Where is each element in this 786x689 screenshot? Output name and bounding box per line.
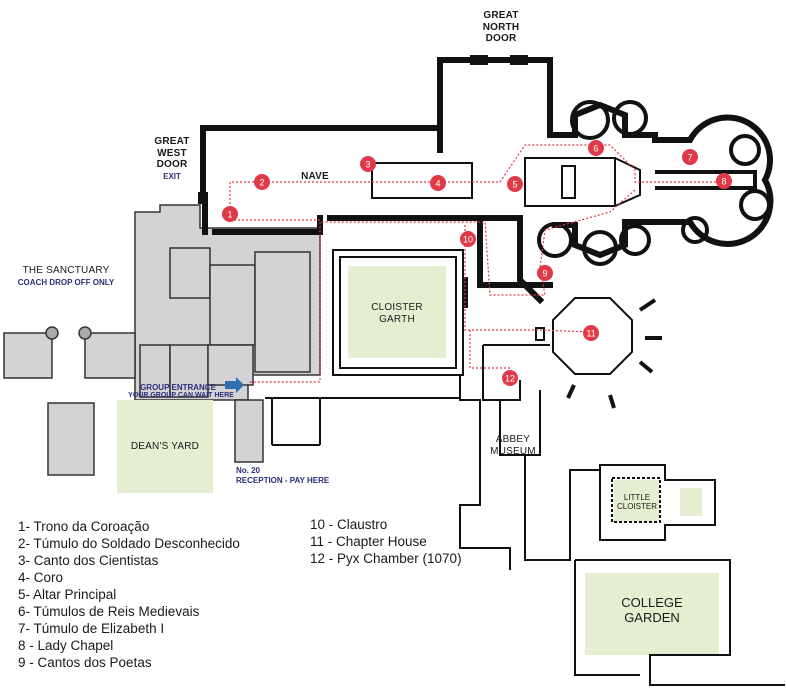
stop-marker-1 [222, 206, 238, 222]
college-garden-area [585, 573, 719, 655]
stop-marker-10 [460, 231, 476, 247]
label-the-sanctuary: THE SANCTUARY [22, 265, 110, 276]
stop-marker-label-7: 7 [687, 153, 692, 163]
label-college-garden: COLLEGE GARDEN [621, 595, 683, 625]
gardens [117, 266, 719, 655]
stop-marker-2 [254, 174, 270, 190]
chapel-walls [537, 100, 771, 266]
legend-item: 1- Trono da Coroação [18, 519, 150, 534]
legend-item: 8 - Lady Chapel [18, 638, 114, 653]
walls [265, 157, 785, 686]
stop-marker-3 [360, 156, 376, 172]
north-door [198, 55, 528, 204]
stop-marker-label-2: 2 [259, 178, 264, 188]
stop-marker-12 [502, 370, 518, 386]
cloister-garth-garden [348, 266, 446, 358]
stop-marker-7 [682, 149, 698, 165]
label-exit: EXIT [163, 172, 181, 181]
stop-marker-6 [588, 140, 604, 156]
label-group-wait: YOUR GROUP CAN WAIT HERE [128, 392, 234, 399]
stop-marker-label-9: 9 [542, 269, 547, 279]
label-nave: NAVE [301, 171, 329, 182]
legend-left: 1- Trono da Coroação 2- Túmulo do Soldad… [18, 518, 240, 671]
legend-item: 4- Coro [18, 570, 64, 585]
label-no-20: No. 20 [236, 466, 261, 475]
label-reception: RECEPTION - PAY HERE [236, 476, 330, 485]
label-great-north-door: GREAT NORTH DOOR [482, 10, 520, 44]
stop-marker-4 [430, 175, 446, 191]
legend-item: 3- Canto dos Cientistas [18, 553, 159, 568]
buttresses [566, 298, 662, 409]
stop-marker-8 [716, 173, 732, 189]
label-coach-drop-off: COACH DROP OFF ONLY [17, 278, 115, 287]
sanctuary-buildings [3, 204, 321, 476]
label-deans-yard: DEAN'S YARD [130, 441, 200, 452]
legend-item: 5- Altar Principal [18, 587, 117, 602]
stop-marker-9 [537, 265, 553, 281]
stop-marker-label-6: 6 [593, 144, 598, 154]
stop-marker-label-11: 11 [586, 329, 595, 339]
stop-marker-label-8: 8 [721, 177, 726, 187]
stop-marker-label-12: 12 [505, 374, 515, 384]
label-abbey-museum: ABBEY MUSEUM [490, 434, 536, 457]
little-cloister-garden [614, 480, 660, 522]
legend-item: 7- Túmulo de Elizabeth I [18, 621, 165, 636]
label-group-entrance: GROUP ENTRANCE [140, 383, 216, 392]
label-cloister-garth: CLOISTER GARTH [371, 302, 423, 325]
stop-marker-label-10: 10 [463, 235, 473, 245]
stop-marker-label-1: 1 [227, 210, 232, 220]
legend-item: 12 - Pyx Chamber (1070) [310, 551, 462, 566]
deans-yard-garden [117, 400, 213, 493]
legend-item: 10 - Claustro [310, 517, 388, 532]
group-entrance-arrow [225, 377, 244, 393]
legend-item: 11 - Chapter House [310, 534, 427, 549]
label-little-cloister: LITTLE CLOISTER [616, 493, 657, 512]
legend-right: 10 - Claustro 11 - Chapter House 12 - Py… [310, 516, 462, 567]
stop-marker-label-5: 5 [512, 180, 517, 190]
stop-marker-label-4: 4 [435, 179, 440, 189]
stop-marker-label-3: 3 [365, 160, 370, 170]
label-great-west-door: GREAT WEST DOOR [154, 136, 190, 170]
legend-item: 2- Túmulo do Soldado Desconhecido [18, 536, 240, 551]
stop-marker-11 [583, 325, 599, 341]
stop-marker-5 [507, 176, 523, 192]
legend-item: 9 - Cantos dos Poetas [18, 655, 152, 670]
legend-item: 6- Túmulos de Reis Medievais [18, 604, 200, 619]
